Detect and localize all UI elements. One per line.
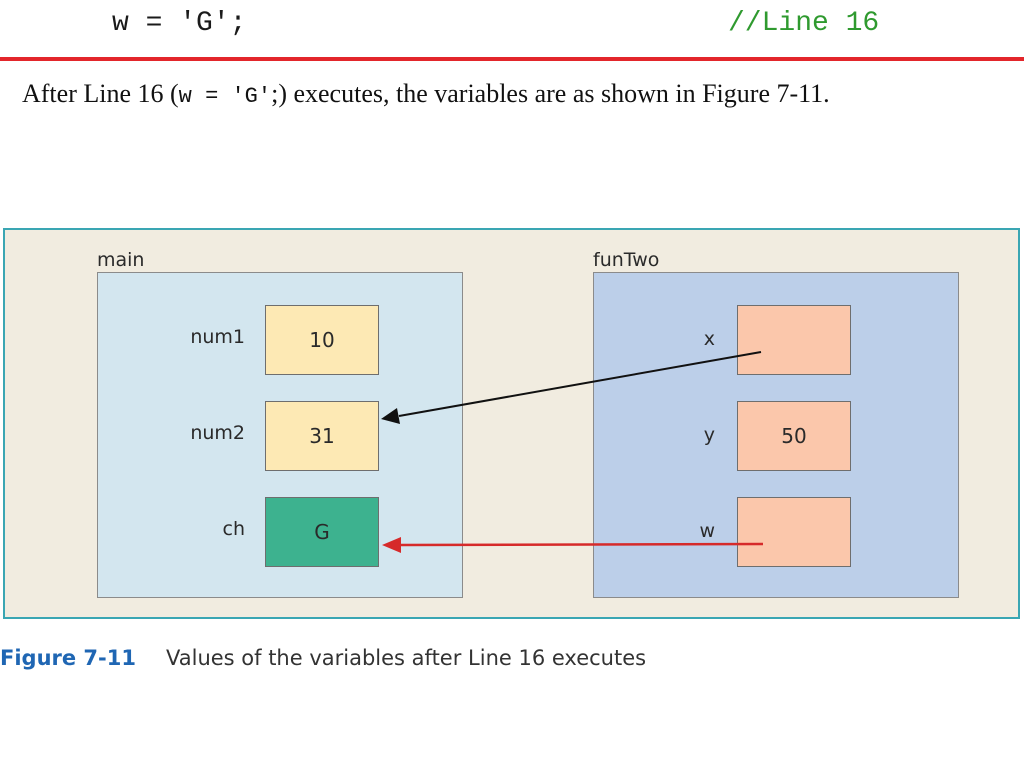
var-label-y: y bbox=[703, 424, 715, 446]
var-cell-num1: 10 bbox=[265, 305, 379, 375]
var-cell-y: 50 bbox=[737, 401, 851, 471]
paragraph-code: w = 'G' bbox=[178, 84, 272, 109]
code-statement: w = 'G'; bbox=[112, 8, 247, 39]
var-label-num2: num2 bbox=[190, 422, 245, 444]
main-frame-title: main bbox=[97, 249, 145, 271]
var-label-w: w bbox=[699, 520, 715, 542]
code-comment: //Line 16 bbox=[728, 8, 880, 39]
paragraph-text-after: ;) executes, the variables are as shown … bbox=[271, 79, 830, 108]
red-divider bbox=[0, 57, 1024, 61]
explanation-paragraph: After Line 16 (w = 'G';) executes, the v… bbox=[22, 70, 1002, 121]
var-label-num1: num1 bbox=[190, 326, 245, 348]
memory-diagram: main funTwo num1 10 num2 31 ch G x y 50 … bbox=[3, 228, 1020, 619]
var-cell-x bbox=[737, 305, 851, 375]
funtwo-frame-title: funTwo bbox=[593, 249, 660, 271]
var-cell-num2: 31 bbox=[265, 401, 379, 471]
var-cell-ch: G bbox=[265, 497, 379, 567]
paragraph-text-before: After Line 16 ( bbox=[22, 79, 179, 108]
var-label-x: x bbox=[703, 328, 715, 350]
var-cell-w bbox=[737, 497, 851, 567]
var-label-ch: ch bbox=[222, 518, 246, 540]
figure-caption: Figure 7-11 Values of the variables after… bbox=[0, 646, 646, 670]
caption-number: Figure 7-11 bbox=[0, 646, 136, 670]
caption-text: Values of the variables after Line 16 ex… bbox=[166, 646, 647, 670]
